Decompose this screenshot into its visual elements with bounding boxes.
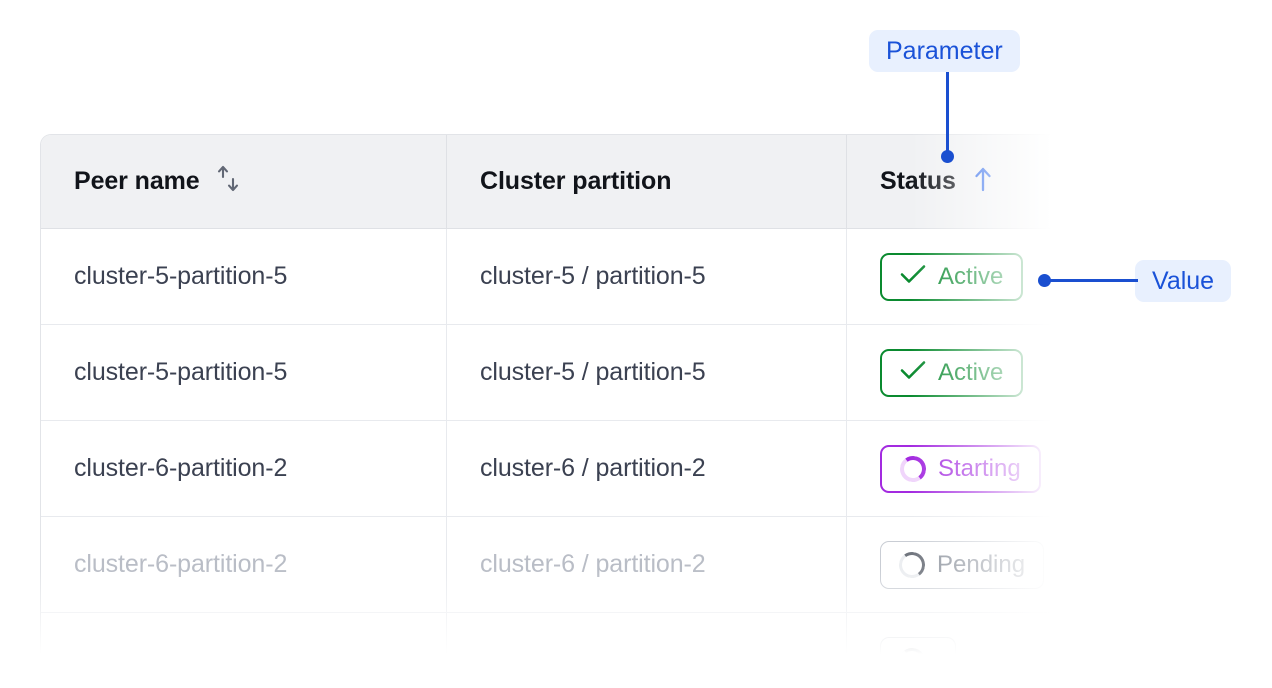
spinner-icon — [898, 453, 928, 484]
cell-cluster-partition: cluster-5 / partition-5 — [447, 325, 847, 420]
cell-cluster-partition — [447, 613, 847, 688]
peer-name-text: cluster-6-partition-2 — [74, 454, 288, 482]
cell-peer-name — [41, 613, 447, 688]
check-icon — [900, 359, 926, 387]
status-badge-label: Active — [938, 262, 1004, 290]
column-header-label: Peer name — [74, 167, 200, 195]
status-badge: Starting — [880, 444, 1041, 493]
peer-name-text: cluster-5-partition-5 — [74, 262, 288, 290]
peer-name-text: cluster-5-partition-5 — [74, 358, 288, 386]
cell-cluster-partition: cluster-6 / partition-2 — [447, 421, 847, 516]
annotation-label-parameter: Parameter — [869, 30, 1020, 72]
annotation-dot-parameter — [941, 150, 954, 163]
cell-peer-name: cluster-5-partition-5 — [41, 325, 447, 420]
status-badge — [880, 636, 956, 685]
status-badge: Active — [880, 252, 1024, 301]
cell-status: Active — [847, 325, 1140, 420]
spinner-icon — [897, 645, 927, 676]
cell-status: Active — [847, 229, 1140, 324]
cluster-partition-text: cluster-5 / partition-5 — [480, 358, 706, 386]
annotation-connector-value — [1046, 279, 1138, 282]
peers-table: Peer name Cluster partition Status — [40, 134, 1140, 688]
table-row[interactable]: cluster-6-partition-2 cluster-6 / partit… — [41, 421, 1140, 517]
annotation-dot-value — [1038, 274, 1051, 287]
data-table-container: Peer name Cluster partition Status — [40, 134, 1140, 688]
sort-updown-icon[interactable] — [214, 164, 242, 199]
table-row[interactable]: cluster-5-partition-5 cluster-5 / partit… — [41, 325, 1140, 421]
column-header-status[interactable]: Status — [847, 135, 1140, 228]
table-header-row: Peer name Cluster partition Status — [41, 135, 1140, 229]
cluster-partition-text: cluster-5 / partition-5 — [480, 262, 706, 290]
status-badge-label: Pending — [937, 550, 1026, 578]
column-header-label: Cluster partition — [480, 167, 672, 195]
peer-name-text: cluster-6-partition-2 — [74, 550, 288, 578]
cluster-partition-text: cluster-6 / partition-2 — [480, 454, 706, 482]
cell-cluster-partition: cluster-5 / partition-5 — [447, 229, 847, 324]
cell-peer-name: cluster-6-partition-2 — [41, 517, 447, 612]
column-header-peer-name[interactable]: Peer name — [41, 135, 447, 228]
annotation-label-value: Value — [1135, 260, 1232, 302]
table-row[interactable] — [41, 613, 1140, 688]
cluster-partition-text: cluster-6 / partition-2 — [480, 550, 706, 578]
status-badge-label: Starting — [938, 454, 1021, 482]
cell-peer-name: cluster-5-partition-5 — [41, 229, 447, 324]
cell-status — [847, 613, 1140, 688]
annotation-connector-parameter — [946, 72, 949, 156]
status-badge: Pending — [880, 540, 1045, 589]
cell-cluster-partition: cluster-6 / partition-2 — [447, 517, 847, 612]
table-row[interactable]: cluster-6-partition-2 cluster-6 / partit… — [41, 517, 1140, 613]
cell-status: Pending — [847, 517, 1140, 612]
arrow-up-icon[interactable] — [970, 165, 996, 198]
cell-status: Starting — [847, 421, 1140, 516]
spinner-icon — [897, 549, 927, 580]
column-header-label: Status — [880, 167, 956, 195]
check-icon — [900, 263, 926, 291]
table-row[interactable]: cluster-5-partition-5 cluster-5 / partit… — [41, 229, 1140, 325]
cell-peer-name: cluster-6-partition-2 — [41, 421, 447, 516]
status-badge-label: Active — [938, 358, 1004, 386]
status-badge: Active — [880, 348, 1024, 397]
column-header-cluster-partition[interactable]: Cluster partition — [447, 135, 847, 228]
